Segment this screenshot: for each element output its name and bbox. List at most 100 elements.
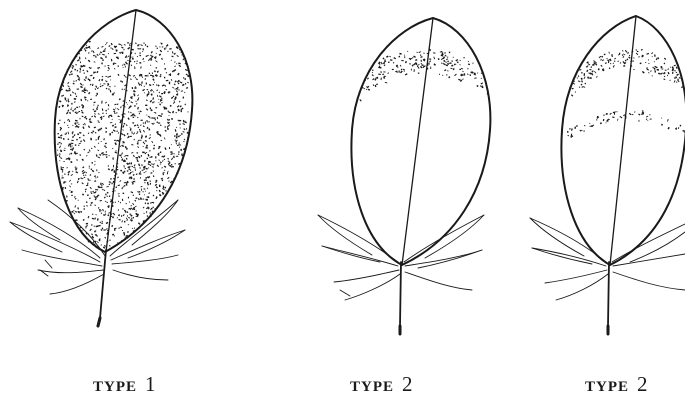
speckle <box>141 74 142 76</box>
speckle <box>183 56 184 57</box>
speckle <box>90 204 92 206</box>
speckle <box>180 149 182 151</box>
speckle <box>74 134 76 136</box>
speckle <box>105 143 107 145</box>
speckle <box>156 186 158 188</box>
speckle <box>388 61 390 63</box>
speckle <box>106 156 108 158</box>
speckle <box>71 174 73 176</box>
speckle <box>173 100 175 102</box>
speckle <box>139 129 141 130</box>
speckle <box>74 166 76 168</box>
speckle <box>172 51 174 53</box>
speckle <box>137 124 139 126</box>
speckle <box>93 77 95 79</box>
speckle <box>640 62 642 64</box>
speckle <box>161 97 163 99</box>
speckle <box>95 139 96 140</box>
speckle <box>80 140 82 142</box>
speckle <box>127 133 129 135</box>
speckle <box>99 210 101 212</box>
speckle <box>119 154 121 156</box>
speckle <box>151 156 153 158</box>
speckle <box>84 96 85 98</box>
speckle <box>160 74 162 76</box>
speckle <box>130 128 132 131</box>
speckle <box>83 134 85 136</box>
speckle <box>161 167 163 169</box>
speckle <box>404 71 405 72</box>
speckle <box>85 227 86 228</box>
speckle <box>168 161 170 162</box>
speckle <box>140 110 142 112</box>
speckle <box>662 68 664 69</box>
speckle <box>446 64 448 66</box>
speckle <box>612 116 615 118</box>
speckle <box>148 161 151 163</box>
speckle <box>155 45 157 47</box>
speckle <box>133 132 135 134</box>
speckle <box>674 70 676 72</box>
label-type-2-word: TYPE <box>350 379 394 395</box>
speckle <box>633 69 634 70</box>
speckle <box>91 224 93 225</box>
speckle <box>86 90 88 92</box>
speckle <box>444 52 445 54</box>
speckle <box>124 234 125 236</box>
speckle <box>108 212 109 213</box>
speckle <box>161 140 163 141</box>
speckle <box>667 75 668 76</box>
speckle <box>141 188 142 190</box>
speckle <box>97 176 98 177</box>
speckle <box>134 227 135 229</box>
speckle <box>105 154 107 155</box>
speckle <box>66 167 68 168</box>
speckle <box>628 57 630 59</box>
speckle <box>165 47 167 48</box>
speckle <box>88 216 90 218</box>
feather-1-speckles <box>57 41 191 249</box>
speckle <box>96 54 98 56</box>
speckle <box>92 218 95 220</box>
speckle <box>82 166 84 168</box>
speckle <box>177 73 180 76</box>
speckle <box>98 172 99 173</box>
speckle <box>124 75 126 77</box>
speckle <box>112 213 114 215</box>
speckle <box>139 140 142 141</box>
speckle <box>136 173 138 175</box>
speckle <box>121 45 123 46</box>
speckle <box>110 90 112 93</box>
speckle <box>134 139 135 140</box>
speckle <box>648 59 649 60</box>
speckle <box>171 60 172 61</box>
speckle <box>411 69 412 71</box>
speckle <box>95 132 97 134</box>
speckle <box>122 171 124 174</box>
speckle <box>155 156 157 158</box>
speckle <box>70 73 72 75</box>
speckle <box>81 182 83 184</box>
speckle <box>579 81 580 82</box>
speckle <box>102 59 104 61</box>
speckle <box>176 156 178 157</box>
speckle <box>88 132 90 134</box>
speckle <box>62 167 64 168</box>
speckle <box>60 143 62 145</box>
speckle <box>573 83 576 85</box>
speckle <box>67 138 69 140</box>
speckle <box>614 61 616 62</box>
speckle <box>129 100 130 101</box>
speckle <box>139 55 141 57</box>
speckle <box>645 62 646 63</box>
speckle <box>608 61 609 63</box>
speckle <box>114 53 116 54</box>
speckle <box>132 57 133 58</box>
speckle <box>95 214 96 215</box>
speckle <box>82 126 84 129</box>
speckle <box>121 133 124 135</box>
speckle <box>122 52 124 54</box>
speckle <box>84 48 86 50</box>
speckle <box>131 65 132 67</box>
